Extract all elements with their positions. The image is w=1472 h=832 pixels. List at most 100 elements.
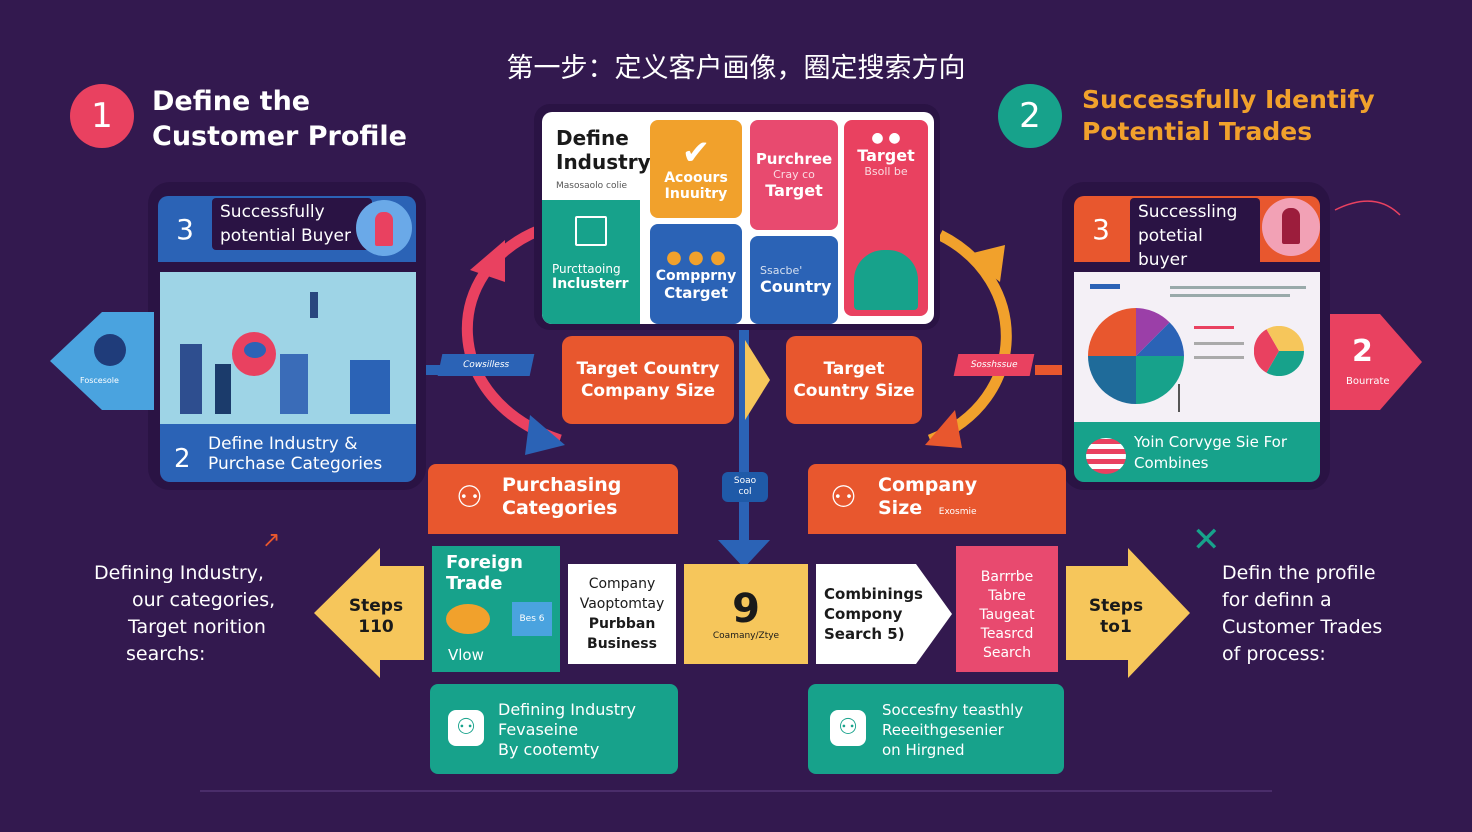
step-2-title-line1: Successfully Identify — [1082, 85, 1375, 114]
step-1-badge: 1 — [70, 84, 134, 148]
right-note: Defin the profile for definn a Customer … — [1222, 560, 1442, 668]
right-side-arrow-num: 2 — [1352, 334, 1373, 369]
purchase-line1: Purchree — [755, 150, 833, 168]
combining-line1: Combinings — [824, 585, 923, 603]
steps-left-line2: 110 — [358, 617, 394, 637]
step-2-badge: 2 — [998, 84, 1062, 148]
combining-line2: Compony — [824, 605, 903, 623]
foreign-tag: Bes 6 — [512, 602, 552, 636]
define-industry-sub: Masosaolo colie — [556, 181, 628, 191]
target-tile[interactable]: ● ● Target Bsoll be — [844, 120, 928, 316]
nine-num: 9 — [732, 586, 760, 632]
vertical-connector-tag: Soao col — [722, 472, 768, 502]
target-country-size-line2: Country Size — [793, 381, 915, 401]
mid-chevron — [745, 340, 770, 420]
step-1-title: Define the Customer Profile — [152, 84, 407, 154]
leaf-icon — [446, 604, 490, 634]
accounts-line1: Acoours — [664, 170, 728, 186]
target-illustration — [854, 250, 918, 310]
country-tile[interactable]: Ssacbe' Country — [750, 236, 838, 324]
page-title: 第一步：定义客户画像，圈定搜索方向 — [506, 53, 966, 84]
right-panel-title-line1: Successling — [1138, 202, 1238, 222]
left-panel-city-illustration — [160, 272, 416, 424]
defining-industry-line2: Fevaseine — [498, 720, 579, 739]
left-panel-footer-num: 2 — [174, 444, 191, 474]
company-size-nine-tile[interactable]: 9 Coamany/Ztye — [684, 564, 808, 664]
company-size-header[interactable]: ⚇ Company Size Exosmie — [808, 464, 1066, 534]
vertical-connector-arrowhead — [718, 540, 770, 568]
left-note-line1: Defining Industry, — [94, 562, 264, 584]
decor-line — [1334, 200, 1401, 216]
search-line3: Taugeat — [979, 607, 1035, 623]
purchasing-industry-tile[interactable]: Purcttaoing Inclusterr — [542, 200, 640, 324]
left-panel-badge: 3 — [176, 212, 194, 246]
purchase-sub: Cray co — [773, 168, 815, 181]
step-2-title-line2: Potential Trades — [1082, 117, 1313, 146]
right-arc-bottom-arrowhead — [925, 410, 962, 448]
right-panel-title-line2: potetial buyer — [1138, 226, 1203, 270]
search-tile[interactable]: Barrrbe Tabre Taugeat Teasrcd Search — [956, 546, 1058, 672]
arrow-mark-icon: ↗ — [262, 528, 281, 553]
search-line4: Teasrcd — [980, 626, 1034, 642]
pie-chart-icon — [1088, 308, 1184, 404]
purchasing-categories-header[interactable]: ⚇ Purchasing Categories — [428, 464, 678, 534]
search-line1: Barrrbe — [980, 569, 1034, 585]
right-panel-footer-line2: Combines — [1134, 454, 1209, 472]
nine-sub: Coamany/Ztye — [712, 631, 780, 641]
center-card-inner: Define Industry Masosaolo colie ✔ Acoour… — [542, 112, 934, 324]
steps-left-arrow — [314, 548, 424, 678]
foreign-trade-tile[interactable]: Foreign Trade Vlow Bes 6 — [432, 546, 560, 672]
right-panel-badge: 3 — [1092, 212, 1110, 246]
right-note-line2: for definn a — [1222, 589, 1332, 611]
successfully-card[interactable]: ⚇ Soccesfny teasthly Reeeithgesenier on … — [808, 684, 1064, 774]
define-industry-line2: Industry — [556, 150, 651, 174]
right-note-line4: of process: — [1222, 643, 1326, 665]
purchase-target-tile[interactable]: Purchree Cray co Target — [750, 120, 838, 230]
left-connector-tag: Cowsilless — [437, 354, 535, 376]
right-side-arrow — [1330, 314, 1422, 410]
define-industry-line1: Define — [556, 126, 629, 150]
left-panel-footer-line2: Purchase Categories — [208, 454, 383, 474]
company-business-tile[interactable]: Company Vaoptomtay Purbban Business — [568, 564, 676, 664]
purchasing-header-line1: Purchasing — [502, 474, 622, 496]
flag-icon — [1086, 438, 1126, 474]
country-line: Country — [760, 277, 832, 296]
left-panel-title: Successfully potential Buyer — [212, 198, 372, 250]
defining-industry-card[interactable]: ⚇ Defining Industry Fevaseine By cootemt… — [430, 684, 678, 774]
search-line2: Tabre — [988, 588, 1026, 604]
right-panel-chart-illustration — [1074, 272, 1320, 422]
left-panel-footer-line1: Define Industry & — [208, 434, 358, 454]
combining-search-tile[interactable]: Combinings Compony Search 5) — [824, 584, 923, 644]
company-header-sub: Exosmie — [938, 507, 977, 517]
company-business-line4: Business — [587, 636, 657, 652]
eyes-icon: ● ● — [871, 130, 901, 146]
purchasing-line1: Purcttaoing — [552, 262, 621, 276]
house-icon — [575, 216, 607, 246]
purchasing-header-line2: Categories — [502, 497, 618, 519]
company-header-line2: Size — [878, 497, 923, 519]
left-note-line3: Target norition — [128, 616, 266, 638]
step-1-title-line2: Customer Profile — [152, 121, 407, 152]
person-icon — [1262, 198, 1320, 256]
define-industry-label: Define Industry Masosaolo colie — [556, 126, 651, 198]
target-country-company-size-box[interactable]: Target Country Company Size — [562, 336, 734, 424]
left-note: Defining Industry, our categories, Targe… — [94, 560, 314, 668]
pie-chart-icon — [1254, 326, 1304, 376]
target-country-company-size-line1: Target Country — [576, 359, 720, 379]
successfully-line3: on Hirgned — [882, 741, 965, 759]
handshake-icon: ⚇ — [456, 480, 483, 515]
right-panel-footer-line1: Yoin Corvyge Sie For — [1134, 433, 1288, 451]
company-business-line3: Purbban — [588, 616, 656, 632]
right-connector-tag: Sosshssue — [953, 354, 1035, 376]
target-country-size-box[interactable]: Target Country Size — [786, 336, 922, 424]
left-panel-footer-text: Define Industry & Purchase Categories — [208, 434, 382, 474]
successfully-line1: Soccesfny teasthly — [882, 701, 1024, 719]
accounts-tile[interactable]: ✔ Acoours Inuuitry — [650, 120, 742, 218]
handshake-icon: ⚇ — [830, 710, 866, 746]
steps-right-line1: Steps — [1088, 596, 1144, 616]
company-target-tile[interactable]: ● ● ● Compprny Ctarget — [650, 224, 742, 324]
vertical-tag-line1: Soao — [733, 476, 757, 486]
steps-right-line2: to1 — [1100, 617, 1132, 637]
company-line1: Compprny — [655, 267, 737, 284]
